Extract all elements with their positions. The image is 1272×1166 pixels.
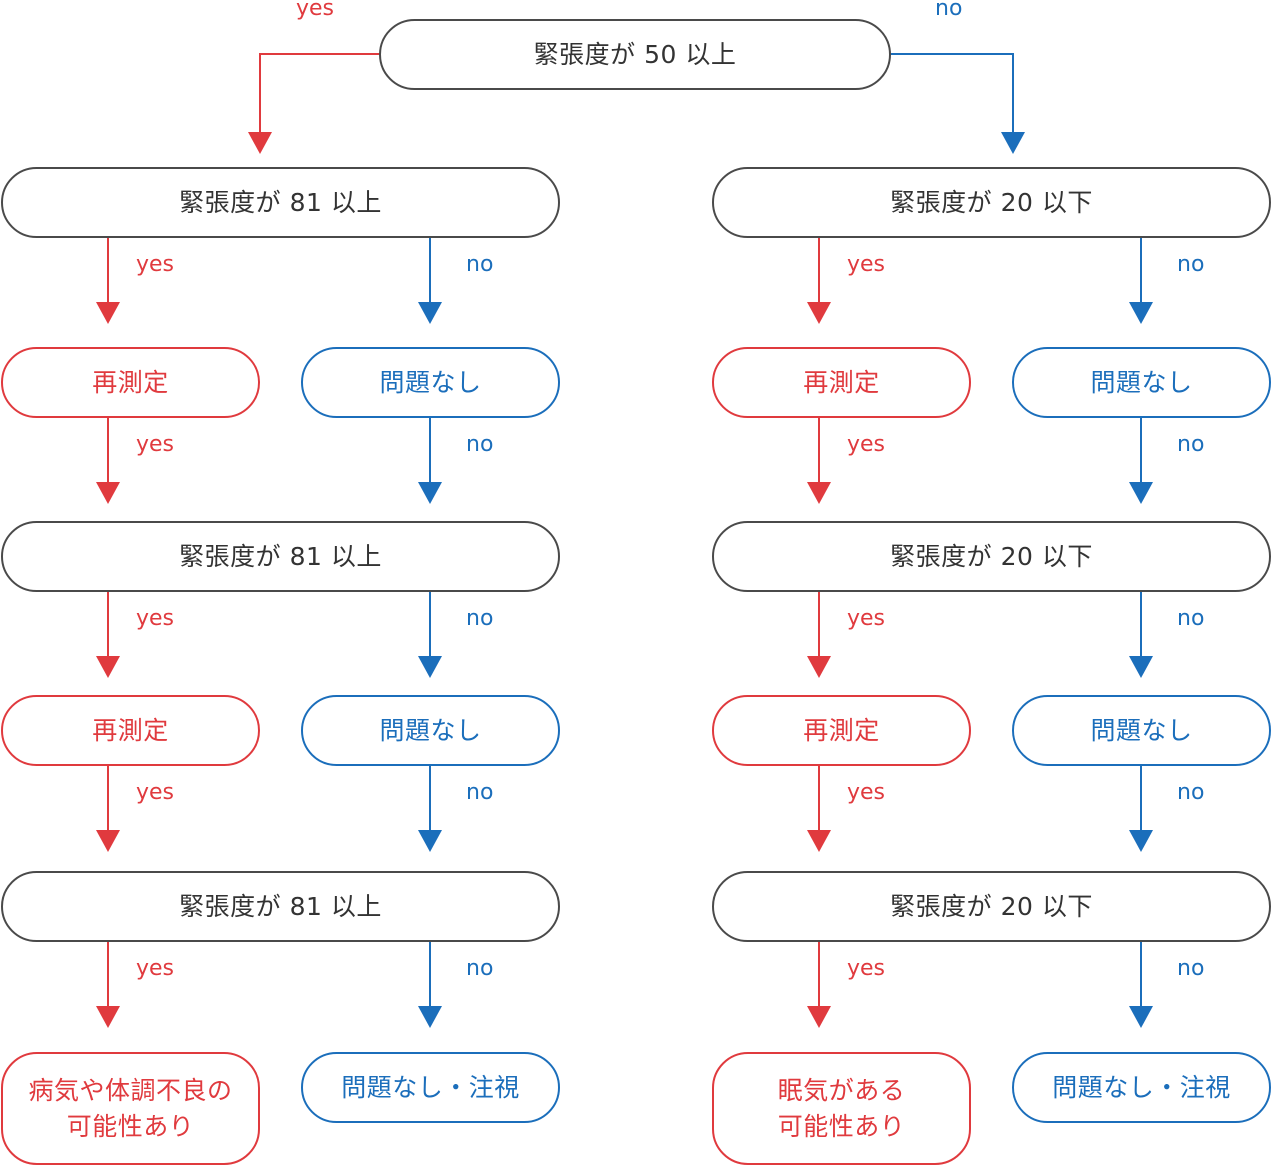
left-condition-3: 緊張度が 81 以上 [1,871,560,942]
left-final-yes: 病気や体調不良の 可能性あり [1,1052,260,1165]
right-5-yes-label: yes [847,956,886,981]
left-1-yes-label: yes [136,252,175,277]
arrowhead-right-2-yes [807,482,831,504]
right-2-yes-label: yes [847,432,886,457]
arrowhead-left-4-no [418,830,442,852]
arrowhead-root-yes [248,132,272,154]
left-ok-2: 問題なし [301,695,560,766]
root-condition-text: 緊張度が 50 以上 [533,39,737,69]
root-condition-box: 緊張度が 50 以上 [379,19,891,90]
root-no-label: no [935,0,963,21]
arrowhead-left-2-no [418,482,442,504]
left-1-no-label: no [466,252,494,277]
arrowhead-root-no [1001,132,1025,154]
right-1-yes-label: yes [847,252,886,277]
arrow-root-yes [259,53,380,134]
arrowhead-left-3-yes [96,656,120,678]
left-3-no-label: no [466,606,494,631]
arrowhead-right-5-yes [807,1006,831,1028]
left-4-yes-label: yes [136,780,175,805]
arrow-root-no [890,53,1014,134]
arrowhead-right-2-no [1129,482,1153,504]
left-condition-1: 緊張度が 81 以上 [1,167,560,238]
arrowhead-right-3-no [1129,656,1153,678]
right-condition-3: 緊張度が 20 以下 [712,871,1271,942]
right-retest-2: 再測定 [712,695,971,766]
arrowhead-left-2-yes [96,482,120,504]
right-4-no-label: no [1177,780,1205,805]
left-5-yes-label: yes [136,956,175,981]
arrowhead-right-5-no [1129,1006,1153,1028]
arrowhead-left-4-yes [96,830,120,852]
right-3-yes-label: yes [847,606,886,631]
arrowhead-left-5-no [418,1006,442,1028]
arrowhead-left-1-yes [96,302,120,324]
arrowhead-right-4-yes [807,830,831,852]
right-4-yes-label: yes [847,780,886,805]
arrowhead-left-5-yes [96,1006,120,1028]
left-condition-2: 緊張度が 81 以上 [1,521,560,592]
left-retest-1: 再測定 [1,347,260,418]
arrowhead-right-3-yes [807,656,831,678]
left-2-no-label: no [466,432,494,457]
right-condition-1: 緊張度が 20 以下 [712,167,1271,238]
left-2-yes-label: yes [136,432,175,457]
arrowhead-left-1-no [418,302,442,324]
right-condition-2: 緊張度が 20 以下 [712,521,1271,592]
left-final-no: 問題なし・注視 [301,1052,560,1123]
arrowhead-left-3-no [418,656,442,678]
left-ok-1: 問題なし [301,347,560,418]
right-final-yes: 眠気がある 可能性あり [712,1052,971,1165]
right-final-no: 問題なし・注視 [1012,1052,1271,1123]
left-3-yes-label: yes [136,606,175,631]
right-2-no-label: no [1177,432,1205,457]
left-5-no-label: no [466,956,494,981]
arrowhead-right-4-no [1129,830,1153,852]
right-1-no-label: no [1177,252,1205,277]
arrowhead-right-1-no [1129,302,1153,324]
right-ok-2: 問題なし [1012,695,1271,766]
root-yes-label: yes [296,0,335,21]
right-3-no-label: no [1177,606,1205,631]
right-retest-1: 再測定 [712,347,971,418]
left-retest-2: 再測定 [1,695,260,766]
right-ok-1: 問題なし [1012,347,1271,418]
right-5-no-label: no [1177,956,1205,981]
left-4-no-label: no [466,780,494,805]
arrowhead-right-1-yes [807,302,831,324]
